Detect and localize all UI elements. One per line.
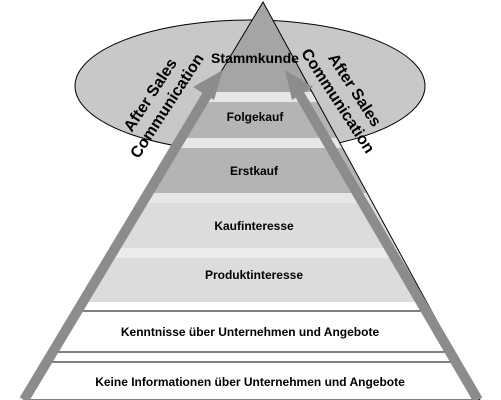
right-arrow (285, 70, 483, 400)
band-gap-2 (24, 138, 480, 148)
band-gap-4 (24, 248, 480, 258)
band-kenntnisse (24, 302, 480, 352)
right-arrowhead (285, 70, 313, 100)
label-level-5: Kenntnisse über Unternehmen und Angebote (121, 325, 380, 339)
label-level-4: Produktinteresse (205, 268, 303, 282)
label-level-3: Kaufinteresse (214, 219, 294, 233)
left-arrowhead (193, 70, 223, 100)
label-level-1: Folgekauf (227, 110, 285, 124)
band-stammkunde (24, 2, 480, 92)
left-arrow (19, 70, 223, 400)
label-stammkunde: Stammkunde (211, 50, 299, 66)
label-level-2: Erstkauf (230, 164, 279, 178)
band-gap-3 (24, 193, 480, 203)
band-keine (24, 352, 480, 400)
band-gap-1 (24, 92, 480, 102)
label-level-6: Keine Informationen über Unternehmen und… (95, 375, 405, 389)
